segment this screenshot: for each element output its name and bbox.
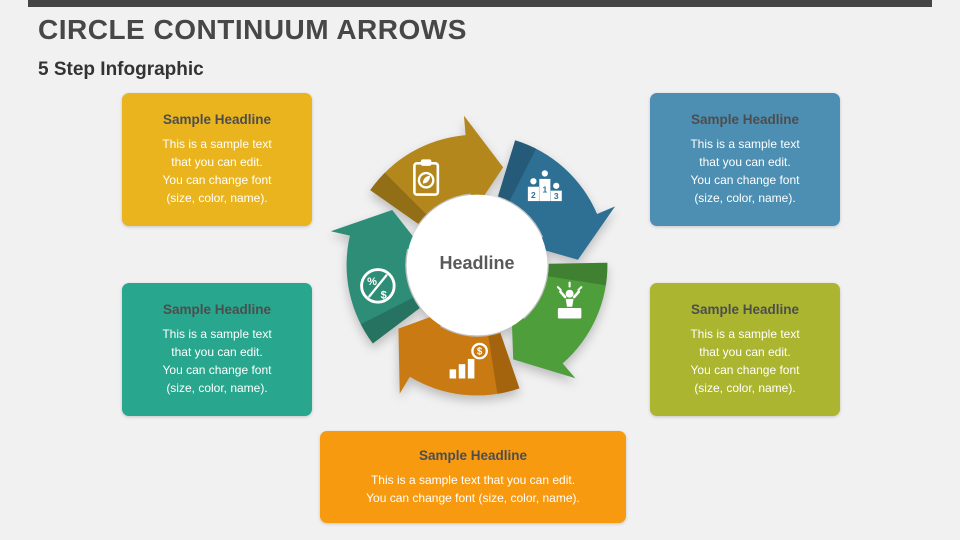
rank-2-label: 2 (531, 190, 536, 200)
box-headline: Sample Headline (418, 447, 528, 463)
box-body-text: This is a sample text that you can edit.… (366, 472, 580, 505)
growth-dollar-label: $ (477, 347, 483, 358)
rank-3-label: 3 (554, 191, 559, 201)
box-headline: Sample Headline (690, 112, 800, 127)
box-body-text: This is a sample text that you can edit.… (162, 327, 272, 395)
center-headline: Headline (439, 253, 515, 273)
center-circle (406, 194, 548, 336)
growth-icon: $ (449, 342, 488, 379)
discount-percent-label: % (367, 276, 377, 288)
box-body-text: This is a sample text that you can edit.… (690, 137, 800, 205)
slide-subtitle: 5 Step Infographic (38, 59, 204, 80)
sample-box-middle-left: Sample Headline This is a sample text th… (122, 283, 312, 416)
sample-box-middle-right: Sample Headline This is a sample text th… (650, 283, 840, 416)
continuum-arrows-diagram: 2 1 3 $ % $ (327, 115, 626, 415)
box-headline: Sample Headline (690, 302, 800, 317)
box-body-text: This is a sample text that you can edit.… (690, 327, 800, 395)
box-body-text: This is a sample text that you can edit.… (162, 137, 272, 205)
clipboard-icon (413, 159, 440, 196)
sample-box-bottom: Sample Headline This is a sample text th… (320, 431, 626, 523)
discount-icon: % $ (360, 268, 396, 304)
top-border-bar (28, 0, 932, 7)
box-headline: Sample Headline (162, 112, 272, 127)
rank-1-label: 1 (542, 185, 547, 195)
sample-box-top-right: Sample Headline This is a sample text th… (650, 93, 840, 226)
box-headline: Sample Headline (162, 302, 272, 317)
discount-dollar-label: $ (381, 289, 387, 301)
slide-title: CIRCLE CONTINUUM ARROWS (38, 14, 467, 45)
ranking-icon: 2 1 3 (527, 170, 562, 201)
winner-icon (556, 281, 583, 319)
sample-box-top-left: Sample Headline This is a sample text th… (122, 93, 312, 226)
